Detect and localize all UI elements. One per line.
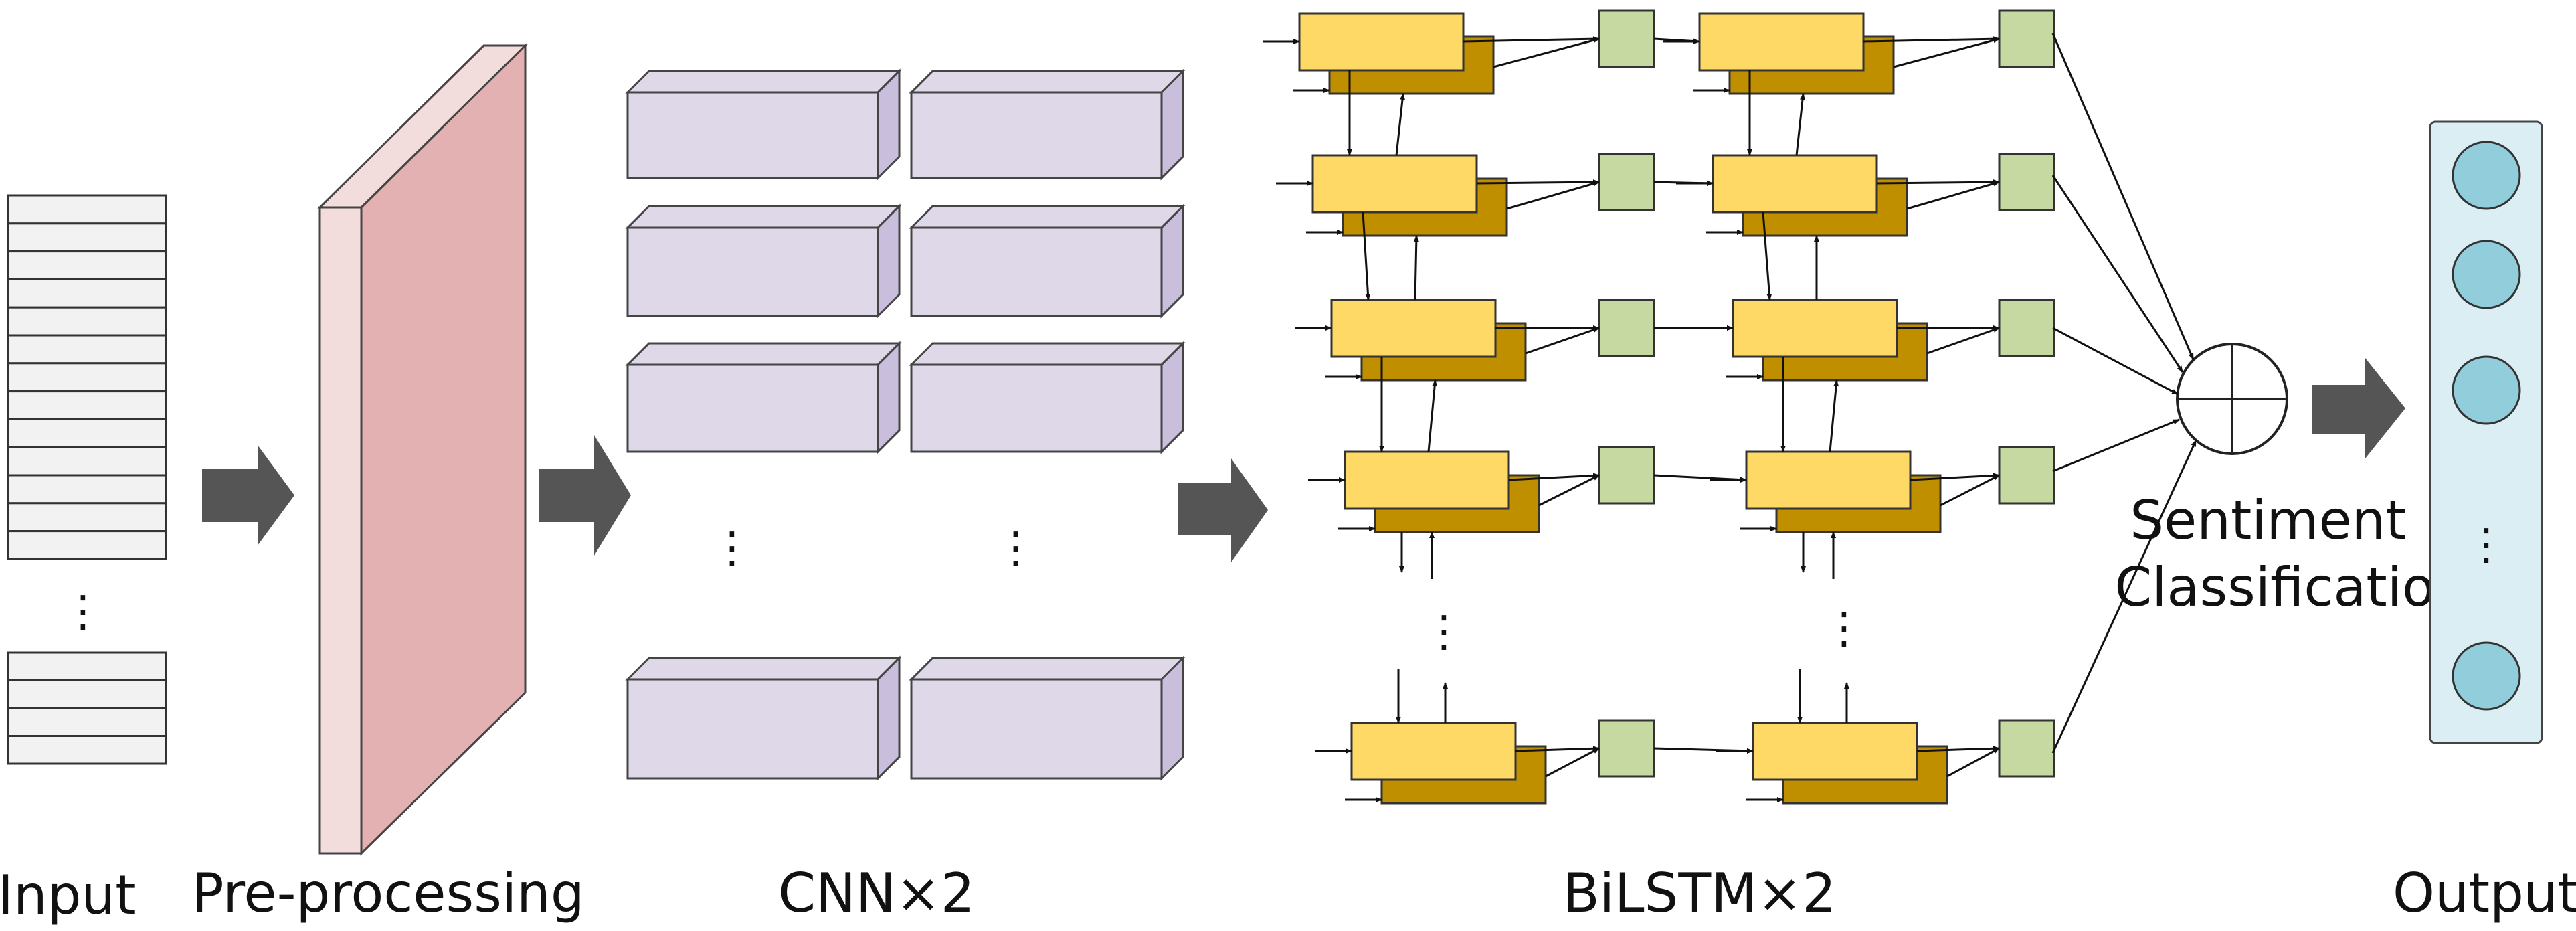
output-node: [2452, 355, 2521, 425]
input-cell: [7, 446, 167, 477]
hidden-state: [1998, 719, 2055, 778]
cnn-block: [625, 203, 902, 319]
label-cnn: CNN×2: [778, 862, 974, 924]
input-cell: [7, 530, 167, 560]
hidden-state: [1598, 719, 1655, 778]
bilstm-ellipsis-left: ⋮: [1422, 607, 1465, 657]
output-node: [2452, 641, 2521, 711]
lstm-forward: [1732, 299, 1898, 358]
sentiment-label-line1: Sentiment: [2130, 489, 2407, 552]
flow-arrow-4: [2312, 358, 2405, 458]
lstm-forward: [1752, 722, 1918, 781]
output-panel: [2429, 120, 2543, 744]
input-cell: [7, 250, 167, 280]
cnn-block: [909, 68, 1186, 181]
output-node: [2452, 141, 2521, 210]
lstm-forward: [1330, 299, 1497, 358]
flow-arrow-1: [202, 445, 294, 545]
cnn-block: [625, 655, 902, 781]
hidden-state: [1998, 446, 2055, 505]
lstm-forward: [1350, 722, 1517, 781]
label-input: Input: [0, 864, 136, 926]
input-cell: [7, 679, 167, 709]
sentiment-label-line2: Classification: [2114, 556, 2468, 618]
lstm-cell: [1745, 446, 2055, 533]
lstm-forward: [1745, 450, 1912, 510]
lstm-forward: [1311, 154, 1478, 214]
sum-inputs: [2051, 33, 2197, 754]
hidden-state: [1998, 153, 2055, 211]
preprocessing-slab: [317, 43, 528, 856]
input-cell: [7, 707, 167, 737]
input-cell: [7, 651, 167, 681]
lstm-forward: [1712, 154, 1878, 214]
input-cell: [7, 735, 167, 765]
input-stack: [7, 194, 167, 765]
input-cell: [7, 306, 167, 337]
input-ellipsis: ⋮: [62, 587, 104, 637]
lstm-forward: [1344, 450, 1510, 510]
input-cell: [7, 362, 167, 393]
label-bilstm: BiLSTM×2: [1563, 862, 1836, 924]
lstm-cell: [1712, 153, 2055, 237]
lstm-cell: [1330, 299, 1655, 382]
bilstm-ellipsis-right: ⋮: [1823, 604, 1865, 653]
lstm-cell: [1344, 446, 1655, 533]
cnn-ellipsis-left: ⋮: [711, 523, 753, 573]
sum-node: [2176, 343, 2288, 455]
input-cell: [7, 194, 167, 225]
input-cell: [7, 474, 167, 505]
hidden-state: [1598, 299, 1655, 357]
cnn-block: [625, 341, 902, 454]
label-preprocessing: Pre-processing: [191, 862, 584, 924]
output-node: [2452, 240, 2521, 309]
lstm-cell: [1732, 299, 2055, 382]
input-cell: [7, 418, 167, 448]
flow-arrow-3: [1178, 458, 1268, 562]
cnn-block: [909, 203, 1186, 319]
lstm-cell: [1298, 9, 1655, 95]
lstm-cell: [1311, 153, 1655, 237]
lstm-cell: [1698, 9, 2055, 95]
lstm-forward: [1698, 12, 1865, 72]
label-output: Output: [2393, 862, 2576, 924]
input-cell: [7, 390, 167, 420]
cnn-ellipsis-right: ⋮: [994, 523, 1037, 573]
lstm-cell: [1350, 719, 1655, 805]
bilstm-network: [1263, 9, 2055, 805]
input-cell: [7, 334, 167, 365]
output-ellipsis: ⋮: [2465, 520, 2508, 570]
cnn-blocks: [625, 68, 1186, 781]
input-cell: [7, 502, 167, 533]
cnn-block: [909, 341, 1186, 454]
hidden-state: [1598, 153, 1655, 211]
lstm-cell: [1752, 719, 2055, 805]
cnn-block: [625, 68, 902, 181]
input-cell: [7, 222, 167, 253]
flow-arrow-2: [539, 435, 631, 556]
hidden-state: [1998, 299, 2055, 357]
lstm-forward: [1298, 12, 1465, 72]
cnn-block: [909, 655, 1186, 781]
hidden-state: [1598, 446, 1655, 505]
hidden-state: [1998, 9, 2055, 68]
input-cell: [7, 278, 167, 309]
hidden-state: [1598, 9, 1655, 68]
